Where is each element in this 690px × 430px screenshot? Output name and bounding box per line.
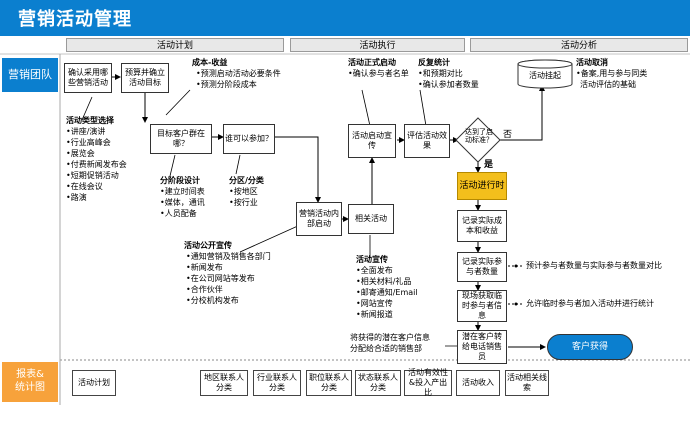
note-cost-item-1: •预测启动活动必要条件	[196, 69, 281, 78]
note-promo-title: 活动宣传	[356, 255, 388, 264]
box-budget-goals: 预算并确立活动目标	[121, 63, 169, 93]
note-stage-title: 分阶段设计	[160, 176, 200, 185]
box-start-promotion: 活动启动宣传	[348, 124, 396, 158]
note-feedback-item-1: •和预期对比	[418, 69, 463, 78]
note-cost-title: 成本-收益	[192, 58, 228, 67]
note-allow-temp: 允许临时参与者加入活动并进行统计	[526, 299, 654, 308]
report-status-contacts: 状态联系人分类	[355, 370, 401, 396]
phase-execute: 活动执行	[290, 38, 465, 52]
lane-report: 报表& 统计图	[2, 362, 58, 402]
note-promo-item-2: •相关材料/礼品	[356, 277, 412, 286]
report-activity-leads: 活动相关线索	[505, 370, 549, 396]
report-activity-revenue: 活动收入	[456, 370, 500, 396]
note-types-item-1: •讲座/演讲	[66, 127, 106, 136]
note-cancel-item-2: 活动评估的基础	[580, 80, 636, 89]
note-region-item-2: •按行业	[229, 198, 258, 207]
note-public-title: 活动公开宣传	[184, 241, 232, 250]
report-activity-plan: 活动计划	[72, 370, 116, 396]
note-formal-title: 活动正式启动	[348, 58, 396, 67]
note-stage-item-3: •人员配备	[160, 209, 197, 218]
label-no: 否	[503, 130, 513, 140]
note-assign-line-1: 将获得的潜在客户信息	[350, 333, 430, 342]
label-yes: 是	[484, 160, 494, 170]
lane-report-line2: 统计图	[15, 382, 45, 393]
box-customer-acquired: 客户获得	[547, 334, 633, 360]
note-cancel-item-1: •备案,用与参与同类	[576, 69, 648, 78]
page-title: 营销活动管理	[18, 9, 132, 30]
note-promo-item-3: •邮寄通知/Email	[356, 288, 418, 297]
note-cancel-title: 活动取消	[576, 58, 608, 67]
report-industry-contacts: 行业联系人分类	[253, 370, 301, 396]
note-types-item-5: •短期促销活动	[66, 171, 119, 180]
title-bar	[0, 0, 690, 36]
box-potential-transfer: 潜在客户转给电话销售员	[457, 330, 507, 364]
note-formal-item-1: •确认参与者名单	[348, 69, 409, 78]
archive-label: 活动挂起	[529, 71, 561, 80]
note-promo-item-5: •新闻报道	[356, 310, 393, 319]
note-types-item-7: •路演	[66, 193, 87, 202]
lane-team: 营销团队	[2, 58, 58, 92]
note-stage-item-1: •建立时间表	[160, 187, 205, 196]
decision-label: 达到了启动标准？	[465, 128, 493, 144]
note-public-item-2: •新闻发布	[186, 263, 223, 272]
report-region-contacts: 地区联系人分类	[200, 370, 248, 396]
note-cost-item-2: •预测分阶段成本	[196, 80, 257, 89]
note-types-item-3: •展览会	[66, 149, 95, 158]
note-promo-item-1: •全面发布	[356, 266, 393, 275]
box-record-cost: 记录实际成本和收益	[457, 210, 507, 242]
note-types-item-4: •付费新闻发布会	[66, 160, 127, 169]
note-assign-line-2: 分配给合适的销售部	[350, 344, 422, 353]
box-who-join: 谁可以参加？	[223, 124, 275, 154]
lane-report-line1: 报表&	[16, 369, 44, 380]
phase-analyze: 活动分析	[470, 38, 688, 52]
note-promo-item-4: •网站宣传	[356, 299, 393, 308]
box-target-group: 目标客户群在哪？	[150, 124, 212, 154]
note-types-item-6: •在线会议	[66, 182, 103, 191]
note-feedback-title: 反复统计	[418, 58, 450, 67]
note-public-item-1: •通知营销及销售各部门	[186, 252, 271, 261]
box-running: 活动进行时	[457, 172, 507, 200]
report-effectiveness-roi: 活动有效性&投入产出比	[404, 368, 452, 397]
note-types-title: 活动类型选择	[66, 116, 114, 125]
note-types-item-2: •行业高峰会	[66, 138, 111, 147]
report-position-contacts: 职位联系人分类	[306, 370, 352, 396]
box-record-count: 记录实际参与者数量	[457, 252, 507, 282]
note-public-item-4: •合作伙伴	[186, 285, 223, 294]
note-public-item-5: •分校机构发布	[186, 296, 239, 305]
note-region-title: 分区/分类	[229, 176, 264, 185]
note-predict-compare: 预计参与者数量与实际参与者数量对比	[526, 261, 662, 270]
box-confirm-activities: 确认采用哪些营销活动	[64, 63, 112, 93]
box-related-activities: 相关活动	[348, 204, 394, 234]
note-stage-item-2: •媒体，通讯	[160, 198, 205, 207]
note-feedback-item-2: •确认参加者数量	[418, 80, 479, 89]
note-public-item-3: •在公司网站等发布	[186, 274, 255, 283]
box-internal-launch: 营销活动内部启动	[296, 202, 342, 236]
box-evaluate-effect: 评估活动效果	[404, 124, 450, 158]
phase-plan: 活动计划	[66, 38, 284, 52]
box-onsite-info: 现场获取临时参与者信息	[457, 290, 507, 322]
note-region-item-1: •按地区	[229, 187, 258, 196]
